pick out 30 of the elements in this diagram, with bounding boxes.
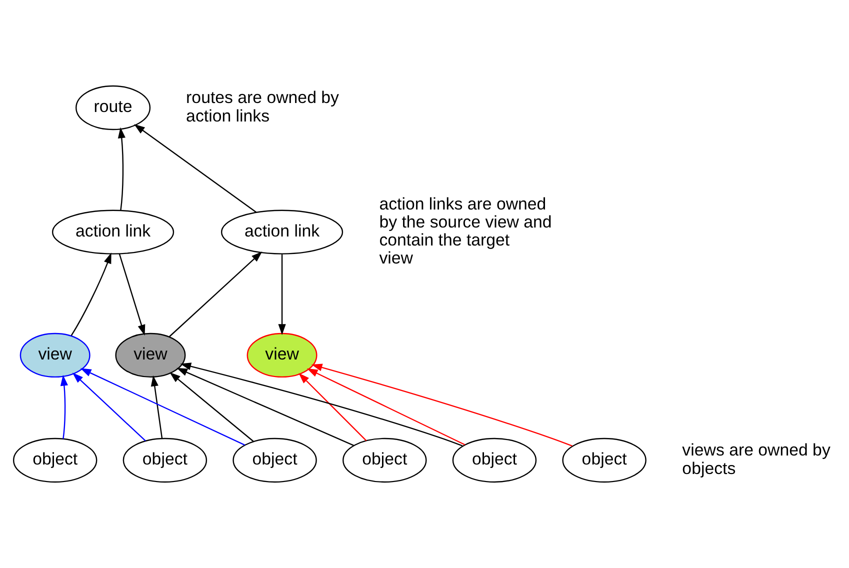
node-ellipse: view — [20, 332, 90, 378]
arrow — [169, 251, 262, 338]
node-ellipse: object — [452, 438, 537, 483]
node-ellipse: object — [232, 438, 317, 483]
label: routes are owned by action links — [186, 88, 339, 126]
node-ellipse: object — [122, 438, 208, 483]
node-ellipse: object — [12, 438, 98, 483]
label: action links are owned by the source view and contain the target view — [379, 194, 552, 268]
node-ellipse: action link — [52, 210, 174, 254]
arrow — [60, 374, 68, 439]
node-ellipse: view — [115, 332, 186, 378]
arrow — [176, 368, 354, 446]
arrow — [72, 372, 146, 442]
arrow — [306, 368, 466, 446]
arrow — [70, 252, 112, 336]
arrow — [134, 124, 257, 213]
arrow — [170, 372, 254, 442]
node-ellipse: object — [562, 438, 646, 483]
arrow — [298, 373, 367, 442]
arrow — [118, 127, 126, 210]
label: views are owned by objects — [682, 440, 830, 478]
node-ellipse: route — [76, 85, 151, 130]
arrow — [118, 254, 146, 336]
arrow — [80, 368, 246, 446]
node-ellipse: action link — [220, 210, 344, 254]
arrow — [278, 254, 286, 336]
arrow — [311, 364, 572, 447]
arrow — [150, 375, 163, 438]
node-ellipse: object — [342, 438, 427, 483]
arrow — [180, 362, 463, 446]
